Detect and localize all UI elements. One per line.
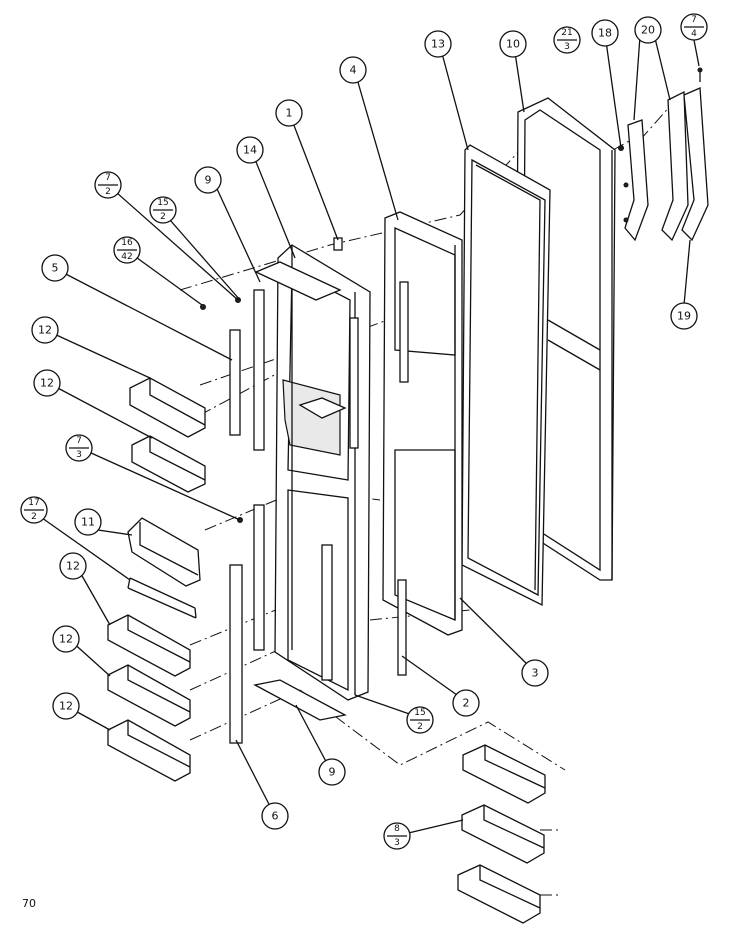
- door-bins-left: [107, 377, 206, 782]
- callout-13: 13: [424, 30, 452, 58]
- callout-10: 10: [499, 30, 527, 58]
- bin-4: [107, 664, 191, 727]
- bin-r3: [457, 864, 541, 924]
- callout-num: 7: [105, 173, 111, 183]
- callout-den: 3: [76, 450, 82, 460]
- callout-20: 20: [634, 16, 662, 44]
- door-bins-right: [457, 744, 546, 924]
- callout-label: 12: [66, 560, 80, 573]
- top-trims: [254, 237, 343, 301]
- callout-5: 5: [41, 254, 69, 282]
- callout-6: 6: [261, 802, 289, 830]
- door-handles: [618, 67, 709, 242]
- callout-label: 13: [431, 38, 445, 51]
- callout-7-3: 73: [65, 434, 93, 462]
- bin-3: [107, 614, 191, 677]
- bin-r1: [462, 744, 546, 804]
- callout-num: 15: [414, 708, 425, 718]
- callout-num: 8: [394, 824, 400, 834]
- callout-18: 18: [591, 19, 619, 47]
- side-strips: [229, 289, 359, 744]
- callout-1: 1: [275, 99, 303, 127]
- callout-label: 4: [350, 64, 357, 77]
- callout-19: 19: [670, 302, 698, 330]
- callout-4: 4: [339, 56, 367, 84]
- bin-5: [107, 719, 191, 782]
- callout-label: 3: [532, 667, 539, 680]
- callout-den: 3: [394, 838, 400, 848]
- callout-den: 42: [121, 252, 132, 262]
- cabinet-liner: [274, 244, 371, 701]
- callout-label: 5: [52, 262, 59, 275]
- bin-r2: [461, 804, 545, 864]
- callout-12-d: 12: [52, 625, 80, 653]
- bin-1: [129, 377, 206, 438]
- callout-den: 2: [417, 722, 423, 732]
- callout-9-top: 9: [194, 166, 222, 194]
- callout-7-2: 72: [94, 171, 122, 199]
- callout-label: 19: [677, 310, 691, 323]
- callout-den: 2: [105, 187, 111, 197]
- callout-7-4: 74: [680, 13, 708, 41]
- callout-17-2: 172: [20, 496, 48, 524]
- leader-lines: [34, 33, 700, 836]
- callout-den: 2: [31, 512, 37, 522]
- callout-21-3: 213: [553, 26, 581, 54]
- callout-label: 12: [59, 633, 73, 646]
- callout-label: 1: [286, 107, 293, 120]
- callout-num: 21: [561, 28, 572, 38]
- callout-num: 15: [157, 198, 168, 208]
- callout-den: 3: [564, 42, 570, 52]
- callout-den: 2: [160, 212, 166, 222]
- callout-label: 2: [463, 697, 470, 710]
- callout-label: 11: [81, 516, 95, 529]
- callout-15-2-bottom: 152: [406, 706, 434, 734]
- callout-11: 11: [74, 508, 102, 536]
- callout-label: 18: [598, 27, 612, 40]
- door-gasket: [461, 144, 551, 607]
- callout-label: 9: [329, 766, 336, 779]
- callout-9-bottom: 9: [318, 758, 346, 786]
- page-number: 70: [22, 897, 36, 910]
- callout-label: 14: [243, 144, 257, 157]
- callout-num: 17: [28, 498, 39, 508]
- callout-label: 12: [40, 377, 54, 390]
- callout-label: 10: [506, 38, 520, 51]
- callout-num: 7: [76, 436, 82, 446]
- callout-num: 7: [691, 15, 697, 25]
- callout-label: 9: [205, 174, 212, 187]
- callout-12-b: 12: [33, 369, 61, 397]
- callout-label: 12: [38, 324, 52, 337]
- callout-8-3: 83: [383, 822, 411, 850]
- callout-label: 12: [59, 700, 73, 713]
- shelf-wire: [127, 577, 197, 619]
- callout-num: 16: [121, 238, 133, 248]
- callout-12-e: 12: [52, 692, 80, 720]
- callout-2: 2: [452, 689, 480, 717]
- door-liner: [382, 211, 463, 636]
- callout-15-2-top: 152: [149, 196, 177, 224]
- callout-12-c: 12: [59, 552, 87, 580]
- callout-den: 4: [691, 29, 697, 39]
- bin-11: [127, 517, 201, 587]
- callout-3: 3: [521, 659, 549, 687]
- callout-12-a: 12: [31, 316, 59, 344]
- callout-14: 14: [236, 136, 264, 164]
- callout-label: 6: [272, 810, 279, 823]
- liner-strips: [397, 281, 409, 676]
- bin-2: [131, 435, 206, 493]
- callout-label: 20: [641, 24, 655, 37]
